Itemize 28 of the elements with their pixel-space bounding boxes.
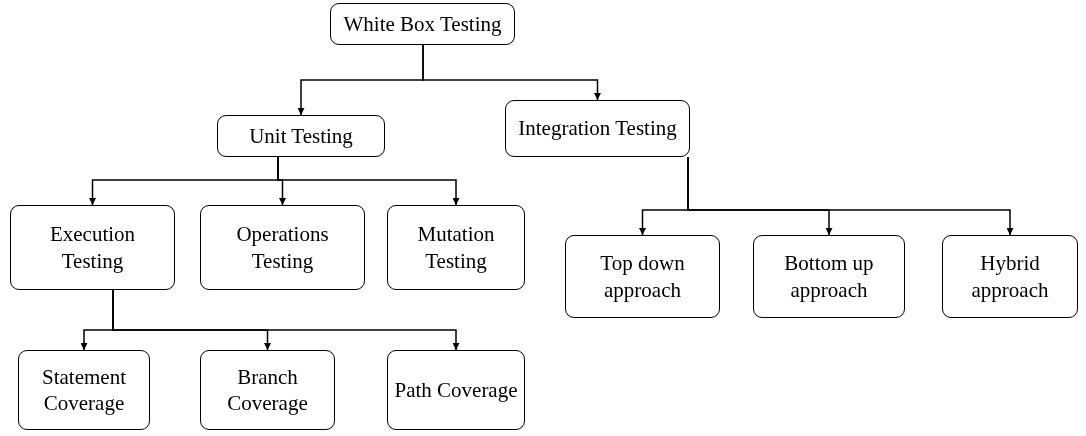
process-box [942, 235, 1078, 318]
box-label: Execution Testing [48, 221, 137, 274]
process-box [10, 205, 175, 290]
process-box [200, 205, 365, 290]
box-label: Branch Coverage [226, 363, 309, 417]
process-box [18, 350, 150, 430]
connector-arrow [422, 44, 601, 101]
process-box [200, 350, 335, 430]
box-label: Top down approach [599, 250, 686, 303]
box-label: Unit Testing [249, 122, 353, 150]
process-box [387, 205, 525, 290]
connector-arrow [112, 289, 460, 351]
process-box [565, 235, 720, 318]
box-label: White Box Testing [343, 10, 502, 38]
box-label: Statement Coverage [41, 363, 127, 417]
connector-arrow [277, 156, 460, 206]
box-label: Integration Testing [518, 115, 677, 142]
process-box [387, 350, 525, 430]
box-label: Hybrid approach [970, 250, 1050, 303]
box-label: Path Coverage [394, 376, 518, 404]
box-label: Mutation Testing [416, 221, 496, 274]
process-box [330, 3, 515, 45]
box-label: Operations Testing [235, 221, 330, 274]
process-box [753, 235, 905, 318]
connector-arrow [687, 156, 1014, 236]
process-box [505, 100, 690, 157]
process-box [217, 115, 385, 157]
box-label: Bottom up approach [783, 250, 875, 303]
